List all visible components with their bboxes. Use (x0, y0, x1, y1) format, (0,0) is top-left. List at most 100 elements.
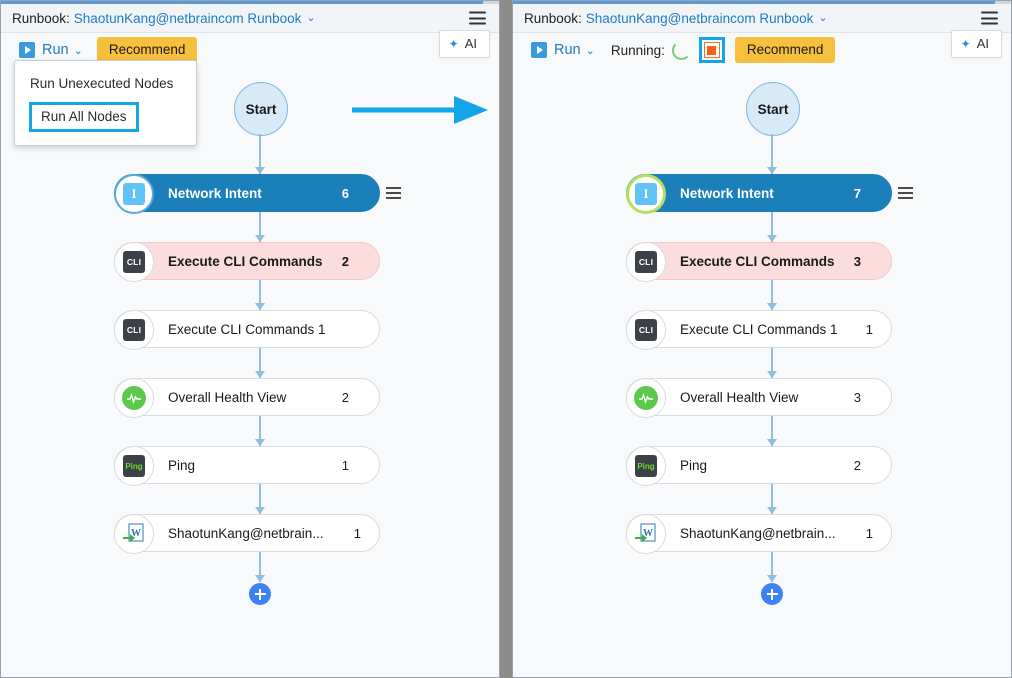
node-label: Ping (680, 457, 708, 473)
titlebar-runbook-name[interactable]: ShaotunKang@netbraincom Runbook (73, 10, 302, 26)
ping-icon: Ping (123, 455, 145, 477)
intent-icon: I (635, 183, 657, 205)
panel-top-accent-line (1, 1, 499, 4)
flow-connector (771, 552, 773, 582)
flow-connector (259, 484, 261, 514)
flow-connector (771, 134, 773, 174)
node-count: 7 (853, 185, 861, 201)
node-label: Execute CLI Commands 1 (168, 321, 326, 337)
stop-button[interactable] (703, 42, 720, 58)
flow-arrowhead (767, 167, 777, 174)
node-label: Overall Health View (680, 389, 799, 405)
menu-item-run-unexecuted-nodes[interactable]: Run Unexecuted Nodes (30, 76, 174, 91)
cli-icon: CLI (123, 319, 145, 341)
node-icon (626, 378, 666, 418)
node-count: 1 (865, 321, 873, 337)
node-count: 1 (865, 525, 873, 541)
node-label: Execute CLI Commands 1 (680, 321, 838, 337)
flow-connector (771, 348, 773, 378)
flow-node[interactable]: W ShaotunKang@netbrain... 1 (626, 514, 892, 554)
flow-arrowhead (255, 575, 265, 582)
flow-node[interactable]: CLI Execute CLI Commands 1 1 (626, 310, 892, 350)
titlebar-left: Runbook: ShaotunKang@netbraincom Runbook… (1, 4, 499, 33)
sparkle-icon: ✦ (448, 36, 459, 51)
node-label: ShaotunKang@netbrain... (680, 525, 836, 541)
start-node[interactable]: Start (746, 82, 800, 136)
node-icon: CLI (626, 310, 666, 350)
play-icon (19, 42, 35, 58)
ai-button-label: AI (464, 36, 477, 51)
flow-connector (771, 280, 773, 310)
flow-node[interactable]: Overall Health View 3 (626, 378, 892, 418)
stop-button-highlight (698, 37, 725, 63)
node-count: 1 (353, 525, 361, 541)
flow-arrowhead (767, 303, 777, 310)
flow-arrowhead (255, 303, 265, 310)
hamburger-icon[interactable] (981, 11, 998, 25)
flow-node[interactable]: Ping Ping 1 (114, 446, 380, 486)
node-context-menu-icon[interactable] (386, 187, 401, 199)
health-icon (634, 386, 658, 410)
cli-icon: CLI (635, 319, 657, 341)
flow-connector (771, 212, 773, 242)
flow-connector (771, 484, 773, 514)
node-icon: Ping (626, 446, 666, 486)
node-count: 3 (853, 389, 861, 405)
titlebar-prefix: Runbook: (12, 10, 70, 26)
toolbar-right: Run ⌄ Running: Recommend (513, 34, 1011, 66)
node-label: Ping (168, 457, 196, 473)
chevron-down-icon[interactable]: ⌄ (818, 11, 828, 24)
flow-arrowhead (255, 167, 265, 174)
node-icon: Ping (114, 446, 154, 486)
cli-icon: CLI (123, 251, 145, 273)
node-label: Overall Health View (168, 389, 287, 405)
start-node[interactable]: Start (234, 82, 288, 136)
flow-node[interactable]: CLI Execute CLI Commands 1 (114, 310, 380, 350)
run-button[interactable]: Run ⌄ (531, 42, 595, 58)
titlebar-right: Runbook: ShaotunKang@netbraincom Runbook… (513, 4, 1011, 33)
node-icon: W (626, 514, 666, 554)
run-button-label: Run (554, 42, 581, 58)
menu-item-run-all-nodes[interactable]: Run All Nodes (29, 102, 139, 132)
flow-node[interactable]: CLI Execute CLI Commands 2 (114, 242, 380, 282)
run-button[interactable]: Run ⌄ (19, 42, 83, 58)
loading-spinner-icon (671, 40, 691, 60)
chevron-down-icon[interactable]: ⌄ (306, 11, 316, 24)
flow-connector (259, 416, 261, 446)
runbook-panel-right: Runbook: ShaotunKang@netbraincom Runbook… (512, 0, 1012, 678)
ai-button-label: AI (976, 36, 989, 51)
svg-text:W: W (131, 528, 141, 539)
flow-node[interactable]: W ShaotunKang@netbrain... 1 (114, 514, 380, 554)
document-icon: W (634, 522, 658, 546)
add-node-button[interactable] (761, 583, 783, 605)
titlebar-runbook-name[interactable]: ShaotunKang@netbraincom Runbook (585, 10, 814, 26)
recommend-button[interactable]: Recommend (734, 37, 836, 63)
node-icon (114, 378, 154, 418)
health-icon (122, 386, 146, 410)
toolbar-left: Run ⌄ Recommend (1, 34, 499, 66)
add-node-button[interactable] (249, 583, 271, 605)
node-label: ShaotunKang@netbrain... (168, 525, 324, 541)
flow-arrowhead (767, 235, 777, 242)
node-label: Execute CLI Commands (680, 253, 835, 269)
flow-arrowhead (255, 235, 265, 242)
ai-button[interactable]: ✦ AI (950, 30, 1002, 58)
chevron-down-icon: ⌄ (585, 44, 595, 57)
node-icon: W (114, 514, 154, 554)
node-context-menu-icon[interactable] (898, 187, 913, 199)
node-icon: I (114, 174, 154, 214)
hamburger-icon[interactable] (469, 11, 486, 25)
recommend-button[interactable]: Recommend (96, 37, 198, 63)
node-label: Execute CLI Commands (168, 253, 323, 269)
node-count: 6 (341, 185, 349, 201)
flow-arrowhead (255, 507, 265, 514)
ai-button[interactable]: ✦ AI (438, 30, 490, 58)
node-count: 1 (341, 457, 349, 473)
node-count: 2 (341, 253, 349, 269)
chevron-down-icon: ⌄ (73, 44, 83, 57)
